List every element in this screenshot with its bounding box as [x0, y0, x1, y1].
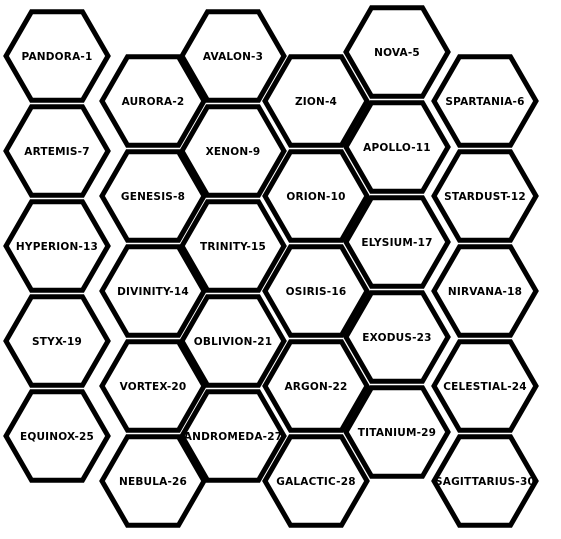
hex-label: PANDORA-1: [22, 51, 93, 63]
hex-shape[interactable]: [3, 294, 111, 388]
hex-shape[interactable]: [431, 339, 539, 433]
hex-label: STARDUST-12: [444, 191, 526, 203]
hex-label: OBLIVION-21: [194, 336, 272, 348]
hex-label: SAGITTARIUS-30: [435, 476, 535, 488]
hex-label: SPARTANIA-6: [445, 96, 524, 108]
hex-cell-divinity-14[interactable]: DIVINITY-14: [99, 244, 207, 338]
hex-cell-celestial-24[interactable]: CELESTIAL-24: [431, 339, 539, 433]
hex-label: ARTEMIS-7: [24, 146, 89, 158]
hex-cell-titanium-29[interactable]: TITANIUM-29: [343, 385, 451, 479]
hex-label: NOVA-5: [374, 47, 420, 59]
hex-label: ANDROMEDA-27: [184, 431, 282, 443]
hex-cell-aurora-2[interactable]: AURORA-2: [99, 54, 207, 148]
hex-shape[interactable]: [343, 100, 451, 194]
hex-cell-galactic-28[interactable]: GALACTIC-28: [262, 434, 370, 528]
hex-shape[interactable]: [262, 54, 370, 148]
hex-cell-equinox-25[interactable]: EQUINOX-25: [3, 389, 111, 483]
hex-label: CELESTIAL-24: [443, 381, 527, 393]
hex-label: AVALON-3: [203, 51, 263, 63]
hex-shape[interactable]: [262, 244, 370, 338]
hex-cell-spartania-6[interactable]: SPARTANIA-6: [431, 54, 539, 148]
hex-shape[interactable]: [343, 195, 451, 289]
hex-cell-vortex-20[interactable]: VORTEX-20: [99, 339, 207, 433]
hex-label: APOLLO-11: [363, 142, 431, 154]
hex-cell-orion-10[interactable]: ORION-10: [262, 149, 370, 243]
hex-label: ARGON-22: [284, 381, 347, 393]
hex-cell-andromeda-27[interactable]: ANDROMEDA-27: [179, 389, 287, 483]
hex-label: OSIRIS-16: [286, 286, 347, 298]
hex-label: NIRVANA-18: [448, 286, 522, 298]
hex-shape[interactable]: [3, 9, 111, 103]
hex-label: HYPERION-13: [16, 241, 98, 253]
hex-cell-artemis-7[interactable]: ARTEMIS-7: [3, 104, 111, 198]
hex-cell-trinity-15[interactable]: TRINITY-15: [179, 199, 287, 293]
hex-cell-nirvana-18[interactable]: NIRVANA-18: [431, 244, 539, 338]
hex-shape[interactable]: [179, 294, 287, 388]
hex-cell-sagittarius-30[interactable]: SAGITTARIUS-30: [431, 434, 539, 528]
hex-shape[interactable]: [3, 199, 111, 293]
hex-cell-argon-22[interactable]: ARGON-22: [262, 339, 370, 433]
hex-label: ZION-4: [295, 96, 337, 108]
hex-shape[interactable]: [99, 339, 207, 433]
hex-label: GENESIS-8: [121, 191, 185, 203]
hex-shape[interactable]: [431, 434, 539, 528]
hex-cell-elysium-17[interactable]: ELYSIUM-17: [343, 195, 451, 289]
hex-shape[interactable]: [99, 54, 207, 148]
hex-cell-avalon-3[interactable]: AVALON-3: [179, 9, 287, 103]
hex-cell-styx-19[interactable]: STYX-19: [3, 294, 111, 388]
hex-label: XENON-9: [206, 146, 261, 158]
hex-label: VORTEX-20: [120, 381, 187, 393]
hex-label: ORION-10: [286, 191, 345, 203]
hex-shape[interactable]: [431, 244, 539, 338]
hex-cell-oblivion-21[interactable]: OBLIVION-21: [179, 294, 287, 388]
hex-shape[interactable]: [431, 149, 539, 243]
hex-cell-pandora-1[interactable]: PANDORA-1: [3, 9, 111, 103]
hex-cell-nova-5[interactable]: NOVA-5: [343, 5, 451, 99]
hex-label: ELYSIUM-17: [361, 237, 432, 249]
hex-label: AURORA-2: [122, 96, 185, 108]
hex-shape[interactable]: [179, 199, 287, 293]
hex-label: TITANIUM-29: [358, 427, 436, 439]
hex-label: NEBULA-26: [119, 476, 187, 488]
hex-shape[interactable]: [99, 149, 207, 243]
hex-shape[interactable]: [179, 9, 287, 103]
hex-label: STYX-19: [32, 336, 82, 348]
hex-shape[interactable]: [179, 104, 287, 198]
hex-shape[interactable]: [343, 290, 451, 384]
hex-shape[interactable]: [99, 244, 207, 338]
hex-label: DIVINITY-14: [117, 286, 189, 298]
hex-label: EQUINOX-25: [20, 431, 94, 443]
hex-shape[interactable]: [179, 389, 287, 483]
hex-label: TRINITY-15: [200, 241, 266, 253]
hex-cell-nebula-26[interactable]: NEBULA-26: [99, 434, 207, 528]
hex-cell-osiris-16[interactable]: OSIRIS-16: [262, 244, 370, 338]
hex-shape[interactable]: [343, 385, 451, 479]
hex-cell-hyperion-13[interactable]: HYPERION-13: [3, 199, 111, 293]
hex-shape[interactable]: [3, 389, 111, 483]
hex-label: EXODUS-23: [362, 332, 431, 344]
hex-shape[interactable]: [431, 54, 539, 148]
hex-cell-xenon-9[interactable]: XENON-9: [179, 104, 287, 198]
hex-cell-zion-4[interactable]: ZION-4: [262, 54, 370, 148]
hex-cell-genesis-8[interactable]: GENESIS-8: [99, 149, 207, 243]
hex-cell-apollo-11[interactable]: APOLLO-11: [343, 100, 451, 194]
hex-cell-exodus-23[interactable]: EXODUS-23: [343, 290, 451, 384]
hex-shape[interactable]: [3, 104, 111, 198]
hex-shape[interactable]: [262, 149, 370, 243]
hex-shape[interactable]: [343, 5, 451, 99]
hex-shape[interactable]: [262, 434, 370, 528]
hex-label: GALACTIC-28: [276, 476, 355, 488]
hex-cells: PANDORA-1ARTEMIS-7HYPERION-13STYX-19EQUI…: [3, 5, 539, 528]
hex-cell-stardust-12[interactable]: STARDUST-12: [431, 149, 539, 243]
hex-shape[interactable]: [262, 339, 370, 433]
hex-shape[interactable]: [99, 434, 207, 528]
